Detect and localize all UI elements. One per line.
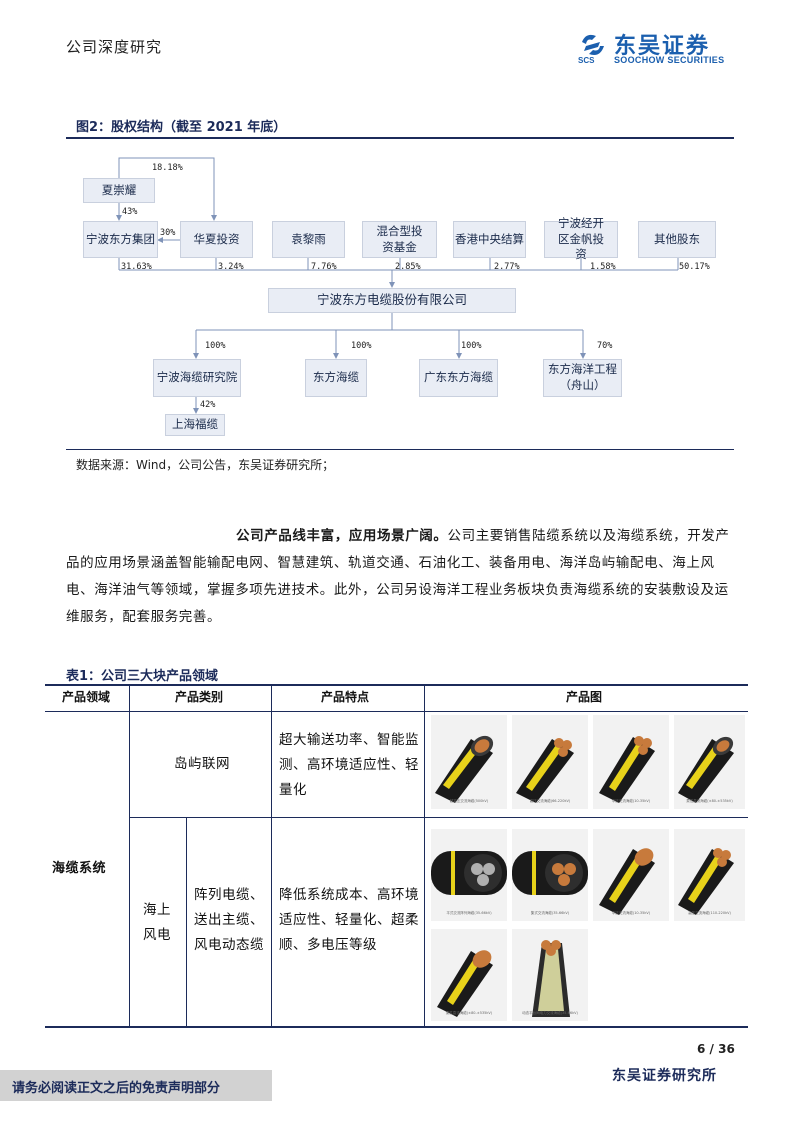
node-yuan-liyu: 袁黎雨 — [272, 221, 345, 258]
disclaimer-banner: 请务必阅读正文之后的免责声明部分 — [0, 1070, 272, 1101]
product-image: 中压交流海缆(10-35kV) — [593, 829, 669, 921]
row2-subcategory: 阵列电缆、送出主缆、风电动态缆 — [194, 887, 264, 953]
figure-title: 图2：股权结构（截至 2021 年底） — [76, 120, 287, 135]
node-shanghai-fulan: 上海福缆 — [165, 414, 225, 436]
node-other-shareholders: 其他股东 — [638, 221, 716, 258]
product-image: 高压交流海缆(110-220kV) — [674, 829, 745, 921]
ownership-connector-lines — [116, 157, 679, 414]
figure-top-rule — [66, 137, 734, 139]
pct-shanghai: 42% — [200, 400, 216, 410]
paragraph-lead: 公司产品线丰富，应用场景广阔。 — [236, 528, 448, 544]
pct-research: 100% — [205, 341, 226, 351]
cable-icon — [516, 738, 574, 803]
product-image: 柔性直流海缆(±80-±535kV) — [674, 715, 745, 809]
node-dongfang-haila: 东方海缆 — [305, 359, 367, 397]
node-company: 宁波东方电缆股份有限公司 — [268, 288, 516, 313]
node-ningbo-group: 宁波东方集团 — [83, 221, 158, 258]
pct-ocean-eng: 70% — [597, 341, 613, 351]
pct-others: 50.17% — [679, 262, 710, 272]
paragraph-body: 公司主要销售陆缆系统以及海缆系统，开发产品的应用场景涵盖智能输配电网、智慧建筑、… — [66, 528, 730, 625]
product-image: 集式交流海缆(35-66kV) — [512, 829, 588, 921]
row2-features: 降低系统成本、高环境适应性、轻量化、超柔顺、多电压等级 — [279, 887, 419, 953]
pct-group: 31.63% — [121, 262, 152, 272]
body-paragraph: 公司产品线丰富，应用场景广阔。公司主要销售陆缆系统以及海缆系统，开发产品的应用场… — [66, 523, 736, 631]
node-ocean-engineering: 东方海洋工程（舟山） — [543, 359, 622, 397]
pct-xia-to-group: 43% — [122, 207, 138, 217]
product-image: 柔性直流海缆(±80-±535kV) — [431, 929, 507, 1021]
table-header-rule — [45, 711, 748, 712]
disclaimer-text: 请务必阅读正文之后的免责声明部分 — [12, 1081, 221, 1096]
node-ningbo-research-institute: 宁波海缆研究院 — [153, 359, 241, 397]
product-caption: 柔性直流海缆(±80-±535kV) — [686, 799, 733, 803]
product-caption: 高压交流海缆(110-220kV) — [688, 911, 731, 915]
pct-dongfang-haila: 100% — [351, 341, 372, 351]
col-header-category: 产品类别 — [175, 690, 224, 704]
node-xia-chongyao: 夏崇耀 — [83, 178, 155, 203]
product-image: 平式交流阵列海缆(35-66kV) — [431, 829, 507, 921]
product-image: 动态平台间电力交流海缆(35-66kV) — [512, 929, 588, 1021]
col-header-features: 产品特点 — [321, 690, 370, 704]
figure-bottom-rule — [66, 449, 734, 450]
product-caption: 集式交流海缆(35-66kV) — [530, 911, 570, 915]
product-caption: 中压交流海缆(10-35kV) — [611, 799, 651, 803]
page-number: 6 / 36 — [697, 1042, 735, 1056]
cable-icon — [678, 848, 734, 915]
cable-icon — [599, 736, 655, 803]
cable-icon — [532, 940, 570, 1017]
node-ningbo-jk-fund: 宁波经开区金帆投资 — [544, 216, 618, 261]
pct-huaxia-to-group: 30% — [160, 228, 176, 238]
figure-source: 数据来源：Wind，公司公告，东吴证券研究所； — [76, 458, 335, 472]
product-caption: 高压交流海缆(66-220kV) — [529, 799, 571, 803]
cable-icon — [437, 950, 493, 1017]
pct-ningbo-jk: 1.58% — [590, 262, 616, 272]
product-caption: 柔性直流海缆(±80-±535kV) — [445, 1011, 493, 1015]
logo-abbr-text: SCS — [578, 56, 595, 65]
pct-hkscc: 2.77% — [494, 262, 520, 272]
product-image: 高压交流海缆(66-220kV) — [512, 715, 588, 809]
soochow-logo: 东吴证券 SCS SOOCHOW SECURITIES — [578, 28, 738, 68]
product-image: 超高压交流海缆(500kV) — [431, 715, 507, 809]
row1-category: 岛屿联网 — [174, 756, 230, 772]
pct-mixed-fund: 2.85% — [395, 262, 421, 272]
node-mixed-fund: 混合型投资基金 — [362, 221, 437, 258]
product-image: 中压交流海缆(10-35kV) — [593, 715, 669, 809]
scs-logo-icon — [582, 34, 604, 55]
product-caption: 动态平台间电力交流海缆(35-66kV) — [522, 1011, 578, 1015]
col-header-domain: 产品领域 — [62, 690, 111, 704]
cable-icon — [678, 736, 734, 803]
row1-features: 超大输送功率、智能监测、高环境适应性、轻量化 — [279, 732, 419, 798]
pct-xia-to-huaxia: 18.18% — [152, 163, 183, 173]
product-caption: 平式交流阵列海缆(35-66kV) — [446, 911, 492, 915]
row2-category: 海上风电 — [143, 902, 171, 943]
pct-yuan: 7.76% — [311, 262, 337, 272]
product-caption: 超高压交流海缆(500kV) — [449, 799, 489, 803]
report-type-label: 公司深度研究 — [66, 38, 163, 56]
table-top-rule — [45, 684, 748, 686]
logo-en-text: SOOCHOW SECURITIES — [614, 55, 725, 65]
table-divider — [129, 712, 130, 1026]
table-title: 表1：公司三大块产品领域 — [66, 669, 219, 684]
cable-icon — [431, 851, 507, 895]
pct-huaxia: 3.24% — [218, 262, 244, 272]
cable-icon — [599, 848, 655, 915]
node-guangdong-dongfang: 广东东方海缆 — [419, 359, 498, 397]
col-header-images: 产品图 — [566, 690, 603, 704]
cable-icon — [512, 851, 588, 895]
node-huaxia-invest: 华夏投资 — [180, 221, 253, 258]
logo-cn-text: 东吴证券 — [614, 34, 711, 59]
product-caption: 中压交流海缆(10-35kV) — [611, 911, 651, 915]
pct-guangdong: 100% — [461, 341, 482, 351]
cable-icon — [435, 735, 494, 803]
table-bottom-rule — [45, 1026, 748, 1028]
domain-cell: 海缆系统 — [52, 861, 107, 876]
institute-name: 东吴证券研究所 — [612, 1068, 717, 1084]
node-hkscc: 香港中央结算 — [453, 221, 526, 258]
